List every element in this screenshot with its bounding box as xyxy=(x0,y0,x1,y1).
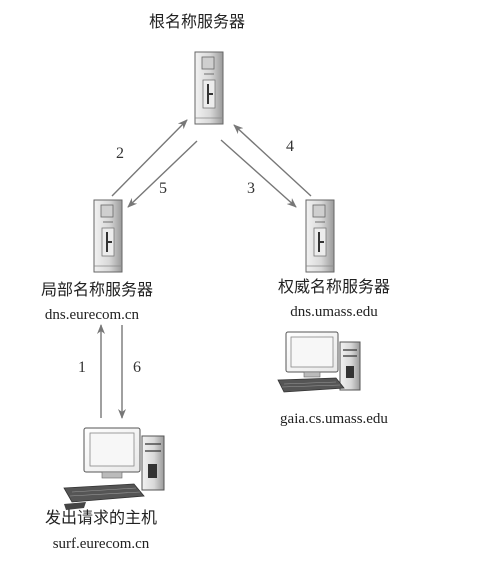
requesting-host-name: surf.eurecom.cn xyxy=(53,536,150,552)
arrow-step-5 xyxy=(127,140,198,208)
step-label-6: 6 xyxy=(133,359,141,376)
requesting-host-computer-icon xyxy=(63,427,165,510)
requesting-host-label: 发出请求的主机 xyxy=(45,508,157,527)
arrow-step-2 xyxy=(111,119,188,197)
local-server-label: 局部名称服务器 xyxy=(41,280,153,299)
local-server-host: dns.eurecom.cn xyxy=(45,307,140,323)
arrow-step-3 xyxy=(220,139,297,208)
step-label-5: 5 xyxy=(159,180,167,197)
root-server-icon xyxy=(194,51,224,125)
step-label-4: 4 xyxy=(286,138,294,155)
auth-server-label: 权威名称服务器 xyxy=(278,277,390,296)
arrow-step-4 xyxy=(233,124,312,197)
step-label-3: 3 xyxy=(247,180,255,197)
root-server-label: 根名称服务器 xyxy=(149,12,245,31)
step-label-2: 2 xyxy=(116,145,124,162)
local-server-icon xyxy=(93,199,123,273)
auth-server-icon xyxy=(305,199,335,273)
auth-host-name: gaia.cs.umass.edu xyxy=(280,411,388,427)
auth-server-host: dns.umass.edu xyxy=(290,304,378,320)
step-label-1: 1 xyxy=(78,359,86,376)
auth-host-computer-icon xyxy=(277,331,361,393)
